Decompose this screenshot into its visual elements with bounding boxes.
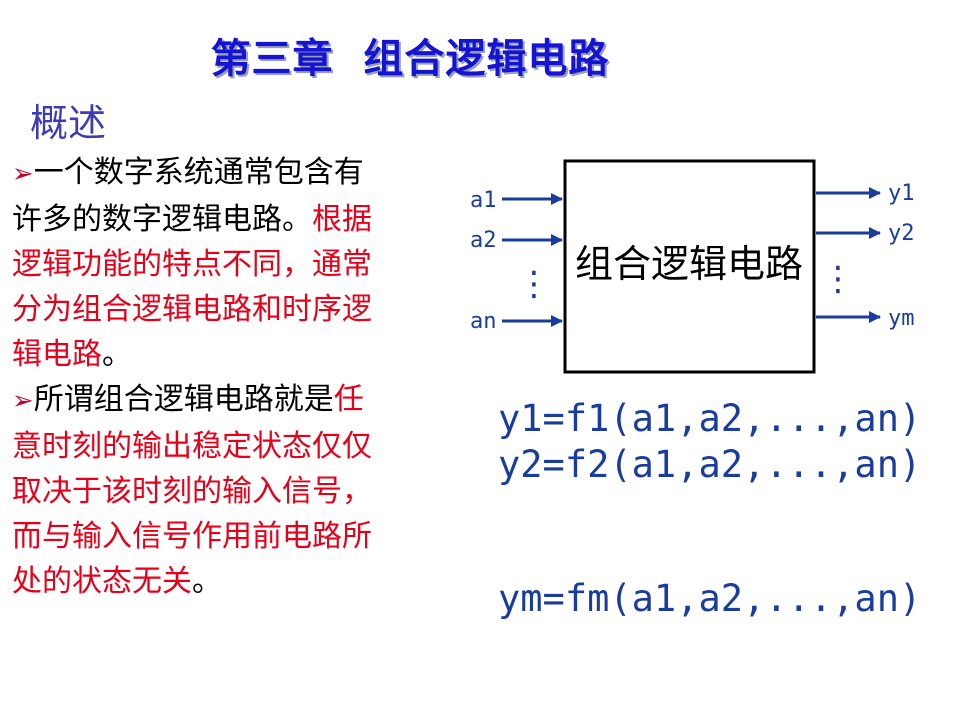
input-lines	[502, 193, 563, 327]
input-label-a2: a2	[470, 228, 497, 253]
section-heading: 概述	[30, 101, 107, 145]
formula-block: y1=f1(a1,a2,...,an) y2=f2(a1,a2,...,an) …	[498, 396, 921, 620]
circuit-box	[563, 159, 816, 374]
input-label-a1: a1	[470, 188, 497, 213]
formula-ym: ym=fm(a1,a2,...,an)	[498, 577, 922, 620]
bullet-2: ➢所谓组合逻辑电路就是任意时刻的输出稳定状态仅仅取决于该时刻的输入信号，而与输入…	[12, 377, 390, 604]
output-label-y1: y1	[888, 181, 915, 206]
input-label-an: an	[470, 309, 497, 334]
bullet-2-end: 。	[192, 564, 222, 599]
circuit-box-label: 组合逻辑电路	[575, 242, 803, 286]
input-ellipsis: ⋮	[517, 264, 551, 304]
slide-title: 第三章 组合逻辑电路	[210, 36, 610, 82]
bullet-arrow-icon: ➢	[12, 386, 34, 416]
bullet-arrow-icon: ➢	[12, 159, 34, 189]
output-label-ym: ym	[888, 306, 915, 331]
bullet-1-highlight: 根据逻辑功能的特点不同，通常分为组合逻辑电路和时序逻辑电路	[12, 202, 372, 372]
output-ellipsis: ⋮	[821, 259, 855, 299]
bullet-1-text: 一个数字系统通常包含有许多的数字逻辑电路。	[12, 155, 364, 237]
bullet-2-text: 所谓组合逻辑电路就是	[33, 382, 334, 417]
formula-y2: y2=f2(a1,a2,...,an)	[498, 443, 922, 486]
bullet-1-end: 。	[102, 337, 132, 372]
bullet-2-highlight: 任意时刻的输出稳定状态仅仅取决于该时刻的输入信号，而与输入信号作用前电路所处的状…	[12, 382, 372, 599]
output-label-y2: y2	[888, 221, 915, 246]
circuit-diagram: 组合逻辑电路 a1 a2 an ⋮ y1 y2 ym ⋮	[470, 159, 915, 374]
bullet-1: ➢一个数字系统通常包含有许多的数字逻辑电路。根据逻辑功能的特点不同，通常分为组合…	[12, 150, 390, 377]
output-lines	[816, 187, 881, 323]
body-text: ➢一个数字系统通常包含有许多的数字逻辑电路。根据逻辑功能的特点不同，通常分为组合…	[12, 150, 390, 604]
formula-y1: y1=f1(a1,a2,...,an)	[498, 397, 922, 440]
